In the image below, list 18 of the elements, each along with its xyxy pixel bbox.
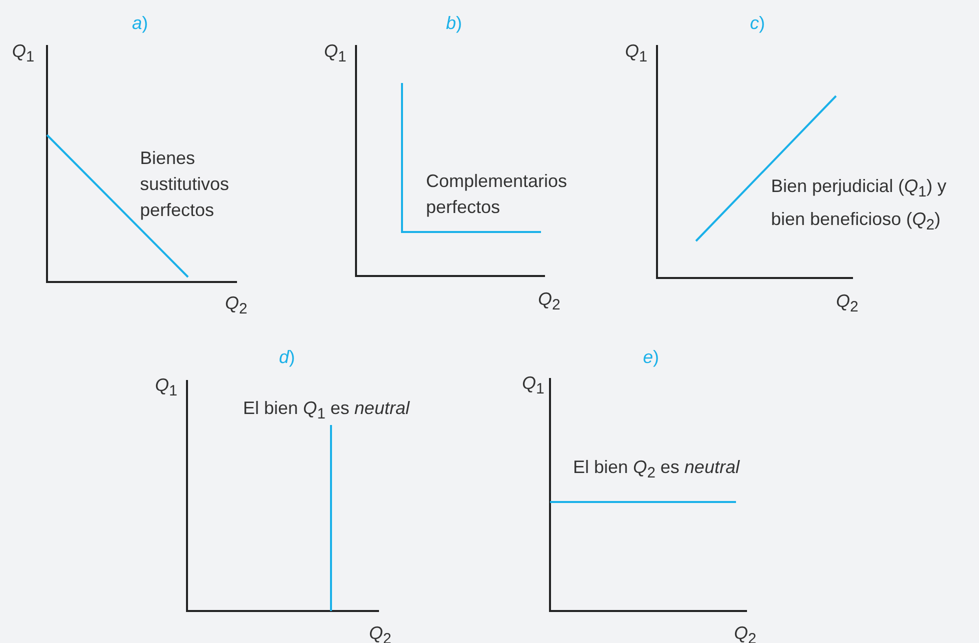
panel-label: d) bbox=[279, 346, 296, 369]
axis-label: Q$_{1}$ bbox=[522, 372, 544, 400]
curve-label: Complementarios perfectos bbox=[426, 170, 568, 219]
panel-label: b) bbox=[446, 12, 462, 35]
axis-label: Q$_{2}$ bbox=[836, 290, 858, 318]
curve-label: Bien perjudicial (Q$_{1}$) y bien beneficioso (Q$_{2}$) bbox=[771, 175, 948, 236]
axis-label: Q$_{1}$ bbox=[625, 40, 648, 68]
curve-label: El bien Q$_{2}$ es neutral bbox=[573, 456, 740, 484]
panel-label: c) bbox=[750, 12, 765, 35]
panel-label: e) bbox=[643, 346, 660, 369]
panel-label: a) bbox=[132, 12, 148, 35]
axis-label: Q$_{1}$ bbox=[12, 40, 34, 68]
curve-label: El bien Q$_{1}$ es neutral bbox=[243, 397, 410, 425]
axis-label: Q$_{1}$ bbox=[324, 40, 346, 68]
axis-label: Q$_{2}$ bbox=[225, 292, 248, 320]
curve-label: Bienes sustitutivos perfectos bbox=[140, 147, 230, 222]
axis-label: Q$_{1}$ bbox=[155, 374, 178, 402]
axis-label: Q$_{2}$ bbox=[538, 288, 560, 316]
